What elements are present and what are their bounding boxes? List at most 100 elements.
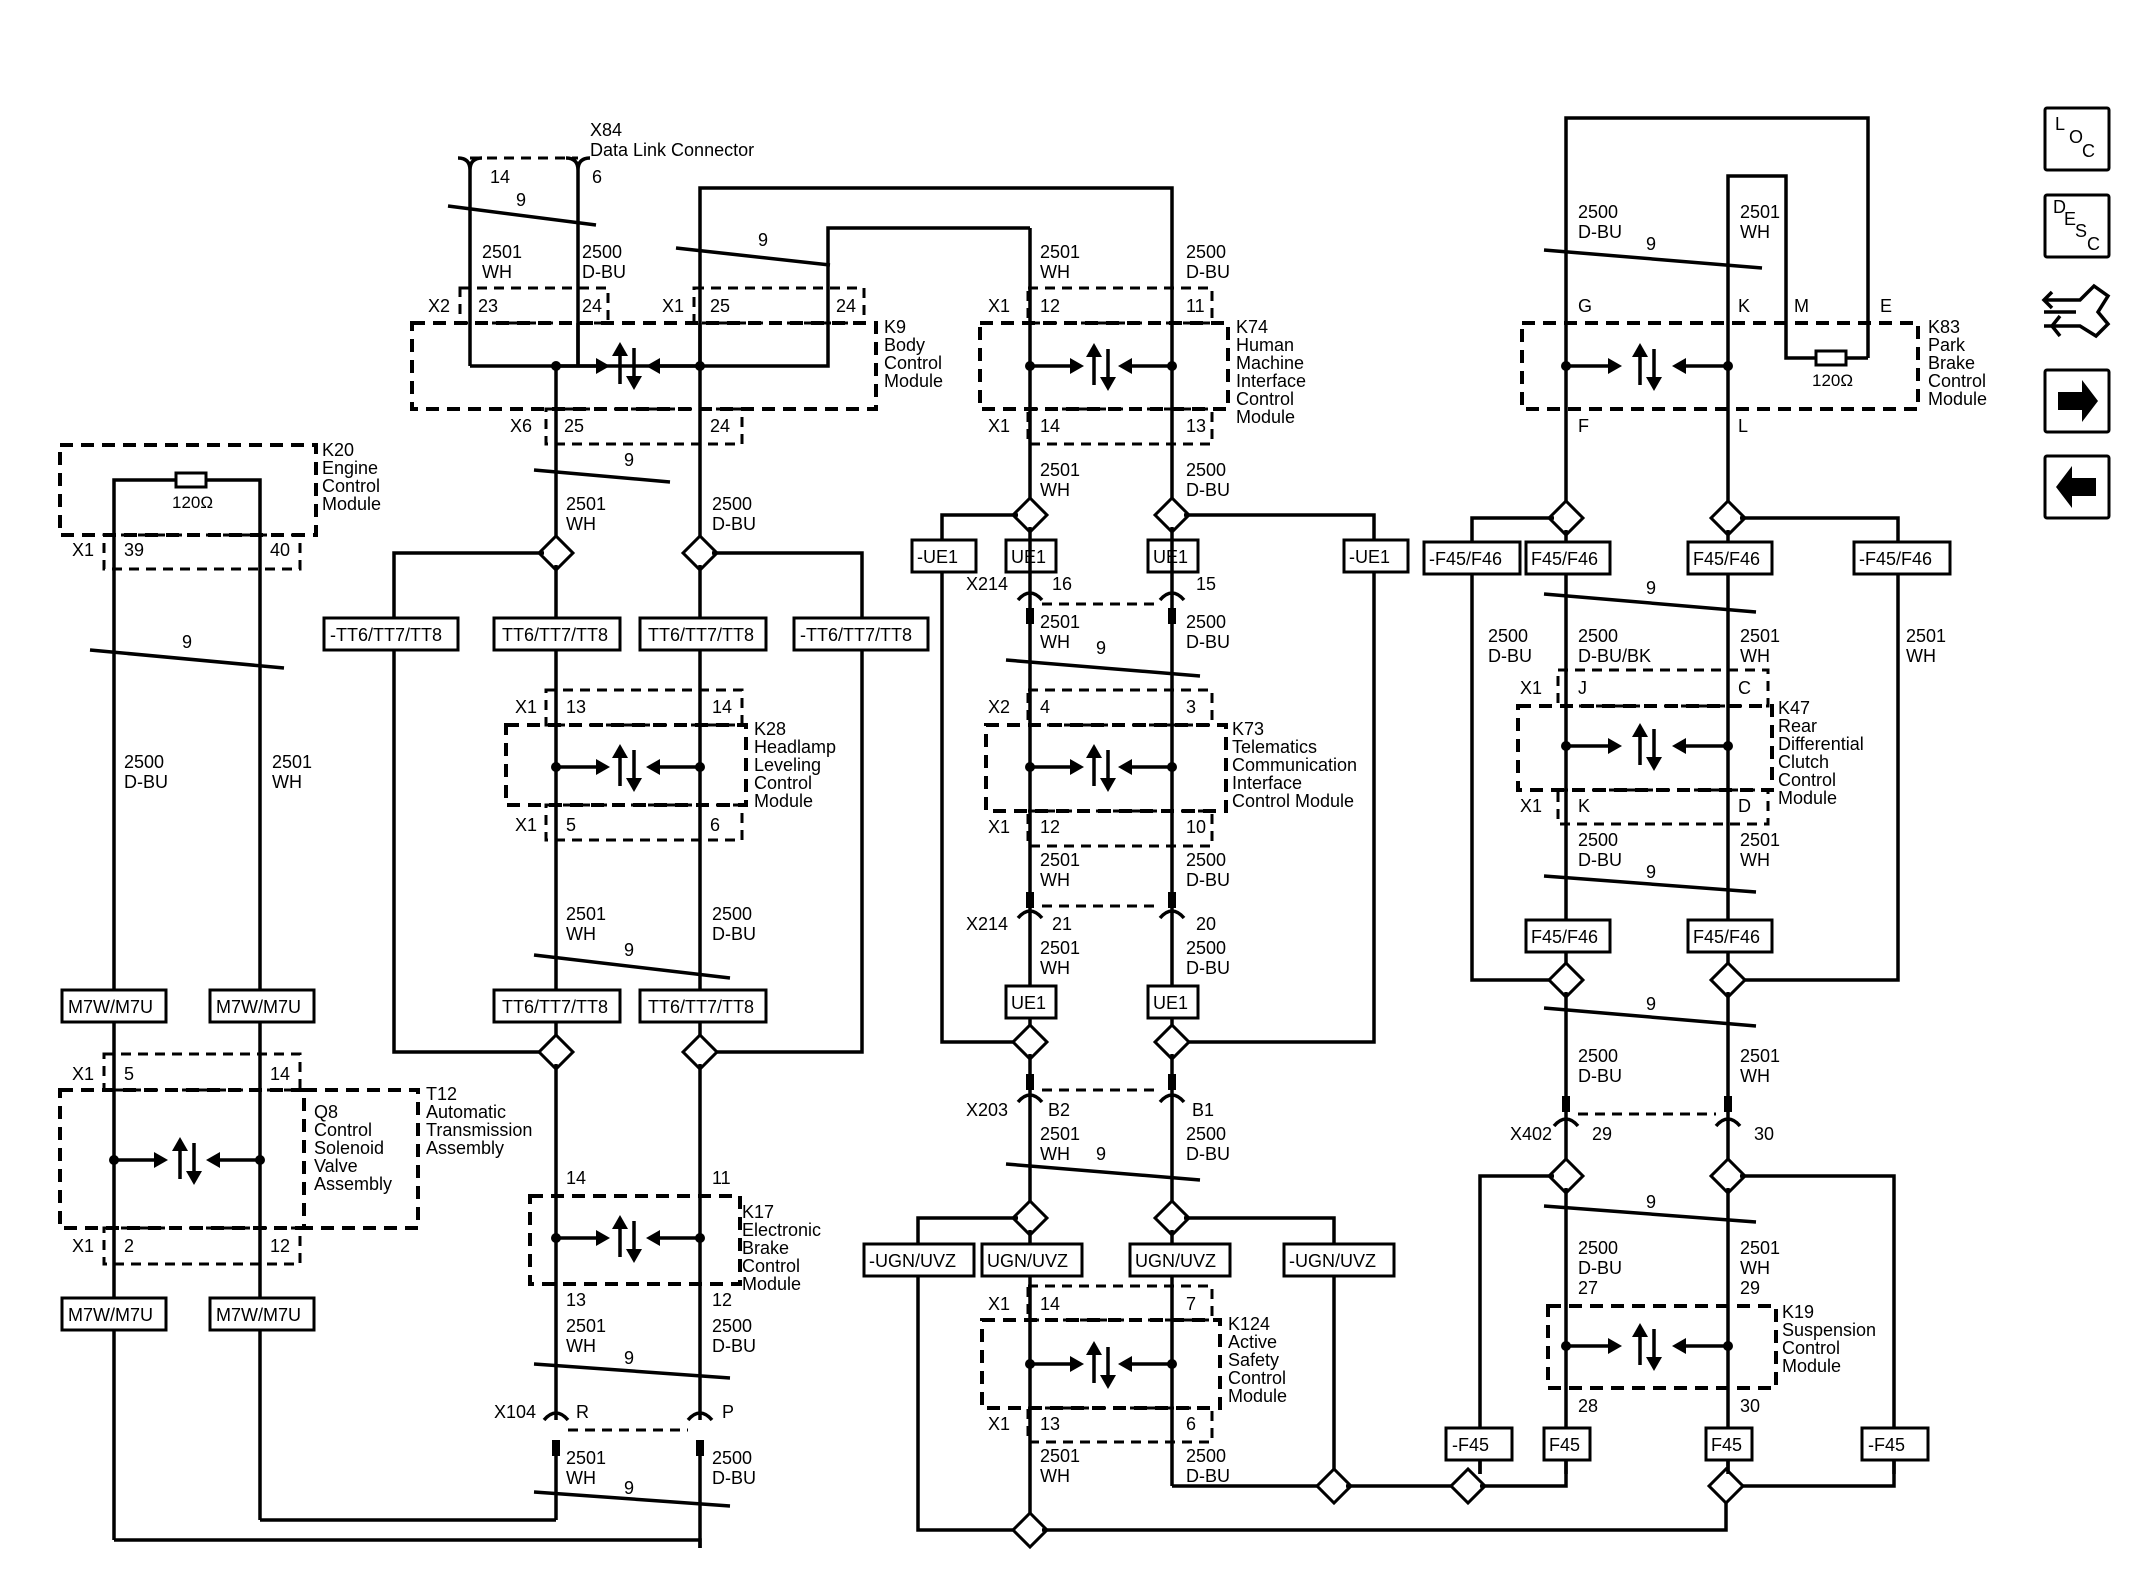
svg-text:F45: F45 bbox=[1549, 1435, 1580, 1455]
svg-text:2501: 2501 bbox=[566, 1316, 606, 1336]
svg-text:UE1: UE1 bbox=[1153, 993, 1188, 1013]
x104-inline-connector[interactable]: X104 R P bbox=[494, 1402, 734, 1456]
svg-text:D-BU: D-BU bbox=[124, 772, 168, 792]
svg-text:D: D bbox=[1738, 796, 1751, 816]
x84-connector[interactable]: X84 Data Link Connector 14 6 bbox=[457, 120, 754, 187]
svg-text:Control: Control bbox=[1236, 389, 1294, 409]
svg-text:2501: 2501 bbox=[566, 1448, 606, 1468]
svg-text:D-BU: D-BU bbox=[712, 924, 756, 944]
svg-text:Solenoid: Solenoid bbox=[314, 1138, 384, 1158]
svg-text:2500: 2500 bbox=[1186, 460, 1226, 480]
svg-text:Rear: Rear bbox=[1778, 716, 1817, 736]
svg-text:C: C bbox=[2082, 141, 2095, 161]
svg-text:K20: K20 bbox=[322, 440, 354, 460]
x214-lower-inline-connector[interactable]: X214 21 20 bbox=[966, 892, 1216, 934]
svg-text:2500: 2500 bbox=[1578, 202, 1618, 222]
svg-text:-F45/F46: -F45/F46 bbox=[1859, 549, 1932, 569]
k124-active-safety-control-module[interactable]: X1 14 7 X1 13 6 K124 Active Safety Contr… bbox=[980, 1284, 1287, 1444]
svg-text:40: 40 bbox=[270, 540, 290, 560]
svg-text:2501: 2501 bbox=[1040, 460, 1080, 480]
svg-text:6: 6 bbox=[592, 167, 602, 187]
svg-text:X1: X1 bbox=[988, 416, 1010, 436]
option-ugn-2: UGN/UVZ bbox=[1128, 1242, 1232, 1278]
svg-text:-TT6/TT7/TT8: -TT6/TT7/TT8 bbox=[330, 625, 442, 645]
k9-body-control-module[interactable]: X2 23 24 X1 25 24 X6 25 24 K9 Body Contr… bbox=[410, 286, 943, 446]
svg-text:-UGN/UVZ: -UGN/UVZ bbox=[869, 1251, 956, 1271]
connector-view-icon[interactable] bbox=[2041, 283, 2111, 339]
svg-text:K83: K83 bbox=[1928, 317, 1960, 337]
svg-text:M7W/M7U: M7W/M7U bbox=[216, 997, 301, 1017]
svg-text:Module: Module bbox=[1778, 788, 1837, 808]
x214-upper-inline-connector[interactable]: X214 16 15 bbox=[966, 574, 1216, 624]
svg-text:Module: Module bbox=[754, 791, 813, 811]
t12-automatic-transmission-assembly[interactable]: T12 Automatic Transmission Assembly bbox=[302, 1084, 532, 1230]
svg-text:Transmission: Transmission bbox=[426, 1120, 532, 1140]
svg-text:B1: B1 bbox=[1192, 1100, 1214, 1120]
x203-inline-connector[interactable]: X203 B2 B1 bbox=[966, 1074, 1214, 1120]
option-nue1-left: -UE1 bbox=[910, 538, 978, 574]
svg-text:C: C bbox=[1738, 678, 1751, 698]
svg-text:14: 14 bbox=[1040, 1294, 1060, 1314]
svg-text:P: P bbox=[722, 1402, 734, 1422]
svg-text:K: K bbox=[1738, 296, 1750, 316]
svg-text:9: 9 bbox=[1646, 1192, 1656, 1212]
svg-text:2500: 2500 bbox=[582, 242, 622, 262]
k47-rear-differential-clutch-control-module[interactable]: X1 J C X1 K D K47 Rear Differential Clut… bbox=[1516, 668, 1864, 826]
nav-desc-button[interactable]: D E S C bbox=[2043, 193, 2111, 259]
option-ugn-1: UGN/UVZ bbox=[980, 1242, 1084, 1278]
svg-text:11: 11 bbox=[1186, 296, 1205, 316]
svg-text:WH: WH bbox=[1740, 1066, 1770, 1086]
k28-headlamp-leveling-control-module[interactable]: X1 13 14 X1 5 6 K28 Headlamp Leveling Co… bbox=[504, 688, 836, 842]
option-f45-2: F45 bbox=[1704, 1426, 1754, 1462]
svg-text:9: 9 bbox=[1096, 638, 1106, 658]
svg-text:D-BU: D-BU bbox=[712, 1468, 756, 1488]
svg-text:2500: 2500 bbox=[1186, 1124, 1226, 1144]
svg-text:9: 9 bbox=[624, 450, 634, 470]
svg-text:K47: K47 bbox=[1778, 698, 1810, 718]
option-tt-2: TT6/TT7/TT8 bbox=[638, 616, 768, 652]
svg-text:TT6/TT7/TT8: TT6/TT7/TT8 bbox=[648, 997, 754, 1017]
k19-suspension-control-module[interactable]: 27 29 28 30 K19 Suspension Control Modul… bbox=[1546, 1278, 1876, 1416]
svg-text:2501: 2501 bbox=[1740, 1046, 1780, 1066]
svg-text:X1: X1 bbox=[988, 817, 1010, 837]
k17-electronic-brake-control-module[interactable]: 14 11 13 12 K17 Electronic Brake Control… bbox=[528, 1168, 821, 1310]
back-arrow-button[interactable] bbox=[2043, 454, 2111, 520]
svg-text:2500: 2500 bbox=[1186, 850, 1226, 870]
svg-text:TT6/TT7/TT8: TT6/TT7/TT8 bbox=[502, 625, 608, 645]
svg-text:X1: X1 bbox=[1520, 678, 1542, 698]
k74-human-machine-interface-control-module[interactable]: X1 12 11 X1 14 13 K74 Human Machine Inte… bbox=[978, 286, 1306, 446]
svg-text:D-BU: D-BU bbox=[1186, 262, 1230, 282]
svg-text:X1: X1 bbox=[72, 540, 94, 560]
svg-text:X1: X1 bbox=[72, 1236, 94, 1256]
svg-text:WH: WH bbox=[566, 1468, 596, 1488]
svg-text:D-BU: D-BU bbox=[1578, 1066, 1622, 1086]
option-nf4546-left: -F45/F46 bbox=[1422, 540, 1522, 576]
svg-text:14: 14 bbox=[712, 697, 732, 717]
forward-arrow-button[interactable] bbox=[2043, 368, 2111, 434]
k83-park-brake-control-module[interactable]: G K M E F L K83 Park Brake Control Modul… bbox=[1520, 296, 1987, 436]
svg-text:24: 24 bbox=[710, 416, 730, 436]
svg-text:F45/F46: F45/F46 bbox=[1531, 549, 1598, 569]
svg-text:X1: X1 bbox=[515, 815, 537, 835]
svg-text:X1: X1 bbox=[662, 296, 684, 316]
svg-text:2501: 2501 bbox=[1040, 850, 1080, 870]
svg-text:E: E bbox=[2064, 209, 2076, 229]
svg-text:13: 13 bbox=[1186, 416, 1206, 436]
option-m7w-2: M7W/M7U bbox=[208, 988, 316, 1024]
nav-loc-button[interactable]: L O C bbox=[2043, 106, 2111, 172]
k20-terminating-resistor bbox=[174, 471, 208, 489]
svg-text:Control: Control bbox=[1228, 1368, 1286, 1388]
x402-inline-connector[interactable]: X402 29 30 bbox=[1510, 1096, 1774, 1144]
svg-text:M7W/M7U: M7W/M7U bbox=[216, 1305, 301, 1325]
q8-control-solenoid-valve-assembly[interactable]: X1 5 14 X1 2 12 Q8 Control Solenoid Valv… bbox=[58, 1052, 392, 1266]
svg-text:14: 14 bbox=[270, 1064, 290, 1084]
svg-text:X214: X214 bbox=[966, 914, 1008, 934]
svg-text:2500: 2500 bbox=[1578, 1238, 1618, 1258]
k20-engine-control-module[interactable]: K20 Engine Control Module X1 39 40 120Ω bbox=[58, 440, 381, 571]
svg-text:G: G bbox=[1578, 296, 1592, 316]
k73-telematics-communication-interface-control-module[interactable]: X2 4 3 X1 12 10 K73 Telematics Communica… bbox=[984, 688, 1357, 848]
option-m7w-1: M7W/M7U bbox=[60, 988, 168, 1024]
svg-text:Module: Module bbox=[1236, 407, 1295, 427]
svg-text:2500: 2500 bbox=[712, 1448, 752, 1468]
svg-text:2501: 2501 bbox=[482, 242, 522, 262]
